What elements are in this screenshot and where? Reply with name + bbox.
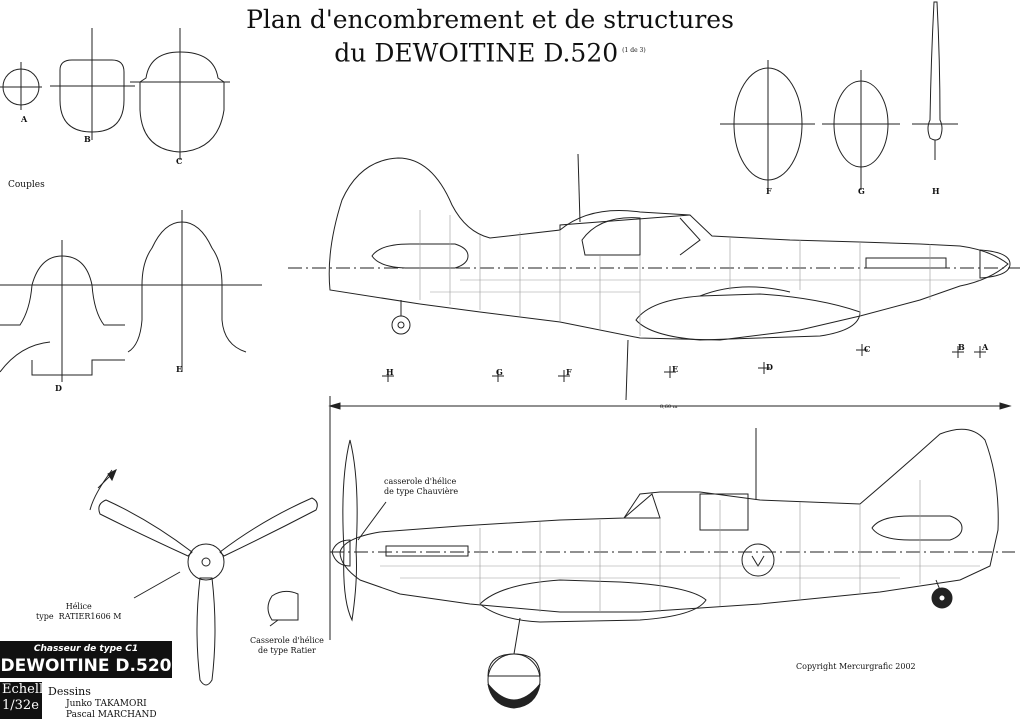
- title-line2: du DEWOITINE D.520(1 de 3): [190, 35, 790, 68]
- author-2: Pascal MARCHAND: [66, 710, 157, 720]
- title-block: Chasseur de type C1 DEWOITINE D.520 Eche…: [0, 641, 172, 720]
- propeller-callout: Hélice type RATIER1606 M: [36, 602, 122, 621]
- station-label-c: C: [864, 344, 870, 354]
- station-label-g: G: [496, 367, 503, 377]
- side-view-top: [288, 153, 1020, 401]
- couple-label-g: G: [858, 186, 865, 196]
- scale-box: Echelle 1/32e: [0, 682, 51, 719]
- station-markers: [382, 344, 986, 382]
- couple-label-a: A: [20, 114, 28, 124]
- aircraft-category: Chasseur de type C1: [33, 644, 139, 654]
- propeller-front-view: [89, 468, 318, 686]
- couple-c-section: [130, 28, 230, 160]
- ratier-spinner-callout: Casserole d'hélice de type Ratier: [250, 636, 324, 655]
- couples-label: Couples: [8, 180, 45, 190]
- couple-a-section: [0, 62, 42, 110]
- couple-f-section: [720, 60, 815, 190]
- copyright-notice: Copyright Mercurgrafic 2002: [796, 662, 916, 671]
- couple-label-e: E: [176, 364, 182, 374]
- title-aircraft: du DEWOITINE D.520: [334, 38, 619, 68]
- title-block-header: Chasseur de type C1 DEWOITINE D.520: [0, 641, 172, 678]
- station-label-a: A: [981, 342, 989, 352]
- station-label-f: F: [566, 367, 572, 377]
- station-label-e: E: [672, 364, 678, 374]
- couple-e-section: [118, 210, 262, 372]
- couple-label-b: B: [84, 134, 91, 144]
- ratier-spinner: [267, 590, 299, 627]
- couple-d-section: [0, 240, 128, 382]
- couple-b-section: [50, 28, 135, 140]
- couple-label-d: D: [55, 383, 62, 393]
- drawings-label: Dessins: [48, 685, 91, 698]
- length-dimension-line: [328, 396, 1012, 640]
- couple-label-c: C: [176, 156, 182, 166]
- station-label-b: B: [958, 342, 965, 352]
- couple-h-section: [912, 1, 958, 160]
- author-1: Junko TAKAMORI: [66, 699, 147, 709]
- drawing-title: Plan d'encombrement et de structures du …: [190, 4, 790, 68]
- sheet-number: (1 de 3): [622, 47, 646, 54]
- couple-label-h: H: [932, 186, 940, 196]
- couple-label-f: F: [766, 186, 772, 196]
- side-view-bottom: [330, 428, 1015, 709]
- station-label-d: D: [766, 362, 773, 372]
- chauviere-spinner-callout: casserole d'hélice de type Chauvière: [384, 477, 459, 496]
- couple-g-section: [822, 70, 900, 190]
- title-line1: Plan d'encombrement et de structures: [246, 5, 734, 34]
- dimension-label: 8,60 m: [660, 404, 678, 410]
- aircraft-name: DEWOITINE D.520: [0, 656, 172, 676]
- station-label-h: H: [386, 367, 394, 377]
